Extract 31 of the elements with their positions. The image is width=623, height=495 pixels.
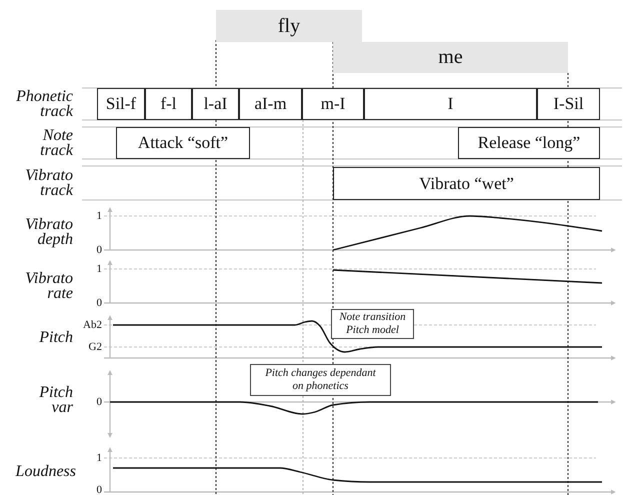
row-label: Pitch var xyxy=(38,384,73,416)
axis-tick-label: 1 xyxy=(96,210,102,222)
annotation-box: Note transition Pitch model xyxy=(331,309,414,339)
segment-box: m-I xyxy=(302,88,364,120)
axis-tick-label: 0 xyxy=(96,484,102,495)
segment-box: l-aI xyxy=(192,88,239,120)
segment-box: I xyxy=(364,88,537,120)
annotation-box: Pitch changes dependant on phonetics xyxy=(250,364,391,396)
row-label: Vibrato track xyxy=(24,168,73,198)
axis-tick-label: Ab2 xyxy=(82,320,102,330)
segment-box: I-Sil xyxy=(537,88,600,120)
row-label: Phonetic track xyxy=(15,88,73,120)
axis-tick-label: 0 xyxy=(96,396,102,408)
axis-tick-label: 0 xyxy=(96,244,102,256)
segment-box: Release “long” xyxy=(458,127,600,159)
word-band: fly xyxy=(216,10,362,42)
segment-box: aI-m xyxy=(239,88,302,120)
segment-box: Sil-f xyxy=(97,88,145,120)
row-label: Vibrato rate xyxy=(24,270,73,302)
row-label: Vibrato depth xyxy=(24,216,73,248)
segment-box: Attack “soft” xyxy=(116,127,250,159)
row-label: Note track xyxy=(39,128,73,158)
row-label: Pitch xyxy=(38,330,73,346)
axis-tick-label: 1 xyxy=(96,452,102,464)
segment-box: Vibrato “wet” xyxy=(333,167,600,200)
axis-tick-label: 0 xyxy=(96,298,102,308)
row-label: Loudness xyxy=(14,464,76,480)
segment-box: f-l xyxy=(145,88,192,120)
axis-tick-label: G2 xyxy=(88,342,102,352)
word-band: me xyxy=(333,42,568,73)
axis-tick-label: 1 xyxy=(96,264,102,274)
